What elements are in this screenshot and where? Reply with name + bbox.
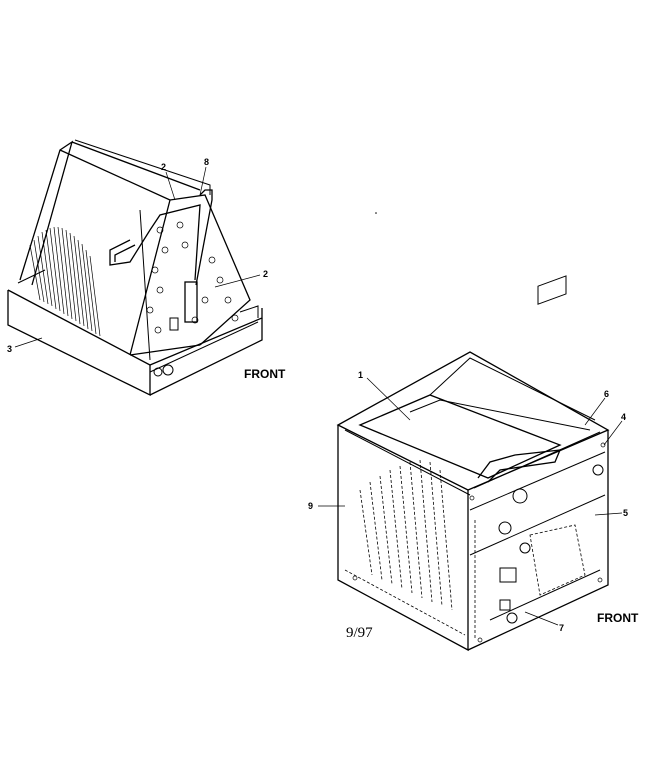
front-panel-seam-2	[469, 494, 606, 556]
drain-fitting-front	[506, 612, 518, 624]
front-panel-seam-1	[469, 451, 606, 511]
front-knockout	[592, 464, 604, 476]
refrigerant-line-inner	[114, 244, 136, 262]
cabinet-coil-top	[358, 394, 562, 479]
drain-pan-back	[17, 269, 46, 284]
drain-fitting-2	[153, 367, 163, 377]
label-cab-1: 1	[358, 370, 363, 380]
label-cab-4: 4	[621, 412, 626, 422]
suction-line	[195, 189, 213, 286]
front-fitting-1	[512, 488, 528, 504]
cabinet-screws	[352, 442, 606, 643]
leader-cab-7	[524, 611, 559, 626]
drain-fitting	[162, 364, 174, 376]
cabinet-top-lip	[344, 429, 471, 496]
label-coil-3: 3	[7, 344, 12, 354]
cabinet-left-face	[337, 425, 469, 652]
cabinet-assembly: 1 6 4 9 5 7 FRONT 9/97	[308, 275, 639, 652]
drain-pan-side	[149, 318, 263, 396]
front-label-coil: FRONT	[244, 367, 286, 381]
drain-pan-top-edge	[7, 289, 263, 366]
leader-coil-8	[199, 166, 207, 196]
leader-cab-4	[603, 420, 623, 446]
coil-right-slab	[169, 194, 251, 346]
leader-cab-5	[594, 512, 623, 516]
leader-coil-right-2	[214, 274, 261, 288]
cabinet-front-face	[467, 430, 609, 651]
front-internal-coil	[529, 524, 586, 596]
label-coil-8: 8	[204, 157, 209, 167]
coil-fins	[29, 226, 101, 337]
distributor	[184, 281, 198, 323]
cabinet-tube-loop	[477, 449, 562, 483]
label-cab-5: 5	[623, 508, 628, 518]
leader-cab-6	[584, 397, 606, 426]
leader-cab-1	[366, 377, 411, 421]
drain-pan-lip	[149, 321, 259, 373]
coil-top-rail	[71, 141, 201, 191]
drain-port	[499, 599, 511, 611]
coil-slab-outline	[59, 149, 171, 356]
coil-access-plate	[537, 275, 567, 305]
leader-coil-3	[14, 337, 43, 348]
front-fitting-3	[519, 542, 531, 554]
front-fitting-2	[498, 521, 512, 535]
drain-pan-front	[7, 290, 151, 397]
label-coil-top-2: 2	[161, 162, 166, 172]
front-label-cabinet: FRONT	[597, 611, 639, 625]
fitting	[169, 317, 179, 331]
stray-dot	[375, 212, 377, 214]
coil-assembly: 2 8 2 3 FRONT	[7, 139, 286, 397]
cabinet-coil-ridge	[409, 399, 591, 431]
label-cab-6: 6	[604, 389, 609, 399]
front-bottom-rail	[489, 569, 601, 621]
coil-end-plate-edge	[139, 209, 151, 361]
coil-slab-edge	[19, 140, 74, 286]
coil-top-plate	[74, 139, 211, 195]
cabinet-top-lip-front	[473, 431, 601, 489]
coil-tube-bends	[146, 221, 239, 334]
front-label-plate	[499, 567, 517, 583]
label-cab-9: 9	[308, 501, 313, 511]
cabinet-top	[336, 351, 610, 491]
bracket	[239, 305, 259, 318]
leader-coil-top-2	[165, 171, 176, 201]
coil-bottom-rail	[129, 344, 201, 356]
label-coil-right-2: 2	[263, 269, 268, 279]
label-cab-7: 7	[559, 623, 564, 633]
date-code: 9/97	[346, 625, 373, 641]
refrigerant-line-loop	[109, 204, 201, 281]
cabinet-coil-back	[429, 357, 596, 421]
cabinet-side-fins	[344, 459, 466, 636]
